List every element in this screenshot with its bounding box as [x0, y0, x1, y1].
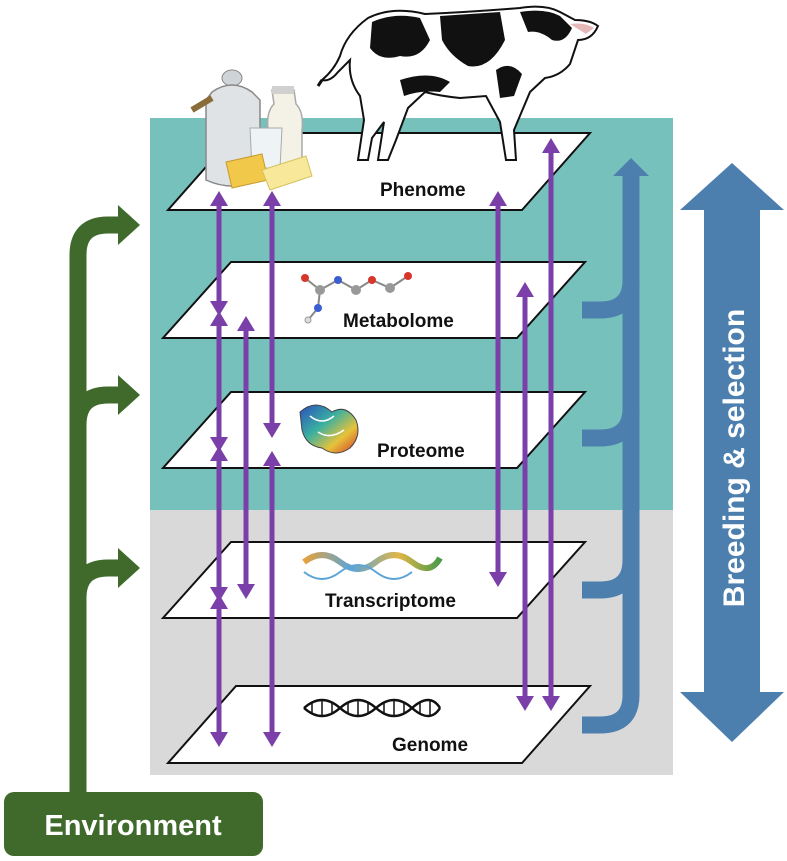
layer-label-phenome: Phenome: [380, 180, 466, 201]
molecule-icon: [301, 272, 412, 324]
arrow-metabolome-transcriptome: [237, 316, 255, 599]
arrow-phenome-genome-right: [542, 138, 560, 711]
arrow-metabolome-genome-right: [516, 282, 534, 711]
layer-metabolome-plane: [160, 261, 588, 339]
arrow-transcriptome-genome: [210, 594, 228, 747]
environment-arrowheads: [118, 205, 140, 588]
environment-box: [4, 792, 263, 856]
layer-label-transcriptome: Transcriptome: [325, 591, 456, 612]
bracket-arrowhead: [613, 158, 649, 176]
cow-icon: [316, 5, 600, 161]
layer-proteome-plane: [160, 391, 588, 469]
arrow-phenome-transcriptome-right: [489, 191, 507, 587]
purple-arrows: [210, 138, 560, 747]
rna-strand-icon: [302, 552, 443, 580]
dna-helix-icon: [303, 698, 442, 718]
arrow-phenome-metabolome: [210, 191, 228, 316]
layer-label-metabolome: Metabolome: [343, 311, 454, 332]
arrow-phenome-proteome: [263, 191, 281, 438]
layer-label-genome: Genome: [392, 735, 468, 756]
arrow-metabolome-proteome: [210, 311, 228, 452]
breeding-selection-label: Breeding & selection: [718, 309, 751, 607]
environment-arrows: [69, 216, 120, 800]
layer-label-proteome: Proteome: [377, 441, 465, 462]
dairy-products-icon: [190, 69, 313, 191]
layer-transcriptome-plane: [160, 541, 588, 619]
protein-structure-icon: [299, 404, 359, 454]
breeding-bracket-arrow: [582, 172, 640, 734]
arrow-phenome-genome: [263, 451, 281, 747]
breeding-selection-arrow: Breeding & selection: [680, 163, 784, 742]
environment-label: Environment: [44, 810, 222, 842]
